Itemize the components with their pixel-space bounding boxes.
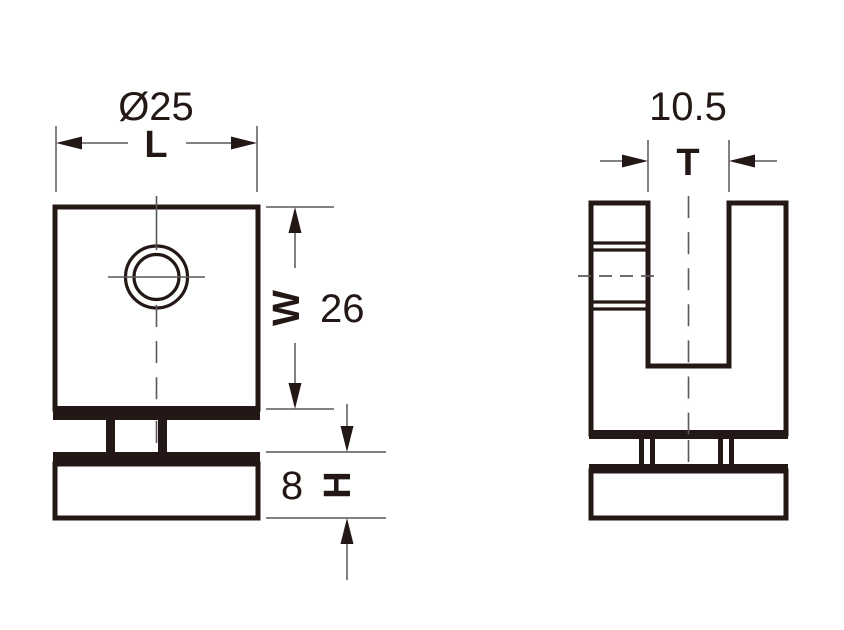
dim-diameter-symbol: L (144, 124, 167, 166)
dim-height-value: 8 (281, 464, 303, 508)
dim-thickness-symbol: T (676, 142, 699, 184)
dim-thickness-value: 10.5 (649, 85, 727, 129)
dim-width-arrow-bottom (288, 383, 302, 409)
front-view-group (52, 196, 261, 521)
dimension-diameter-group: Ø25 L (55, 85, 258, 192)
dim-width-value: 26 (320, 287, 365, 331)
dim-diameter-arrow-right (231, 136, 257, 150)
side-view-neck-post-2 (650, 437, 655, 470)
side-view-neck-post-4 (729, 437, 734, 470)
dim-thickness-arrow-left (622, 154, 648, 168)
dimension-height-group: 8 H (266, 404, 386, 580)
dim-width-arrow-top (288, 207, 302, 233)
dim-thickness-arrow-right (729, 154, 755, 168)
front-view-neck-left-post (106, 420, 115, 454)
dim-height-arrow-top (340, 426, 354, 452)
front-view-neck-right-post (158, 420, 167, 454)
front-view-body-base-band (53, 406, 260, 420)
side-view-group (578, 196, 789, 521)
front-view-baseplate-outline (52, 461, 261, 521)
dimension-width-group: W 26 (266, 206, 365, 410)
dim-width-symbol: W (266, 290, 308, 326)
side-view-neck-post-1 (639, 437, 644, 470)
dimension-thickness-group: 10.5 T (600, 85, 777, 192)
side-view-baseplate-outline (588, 468, 789, 521)
dim-diameter-value: Ø25 (118, 85, 194, 129)
dim-height-arrow-bottom (340, 518, 354, 544)
side-view-neck-post-3 (718, 437, 723, 470)
dim-diameter-arrow-left (56, 136, 82, 150)
dim-height-symbol: H (317, 471, 359, 498)
